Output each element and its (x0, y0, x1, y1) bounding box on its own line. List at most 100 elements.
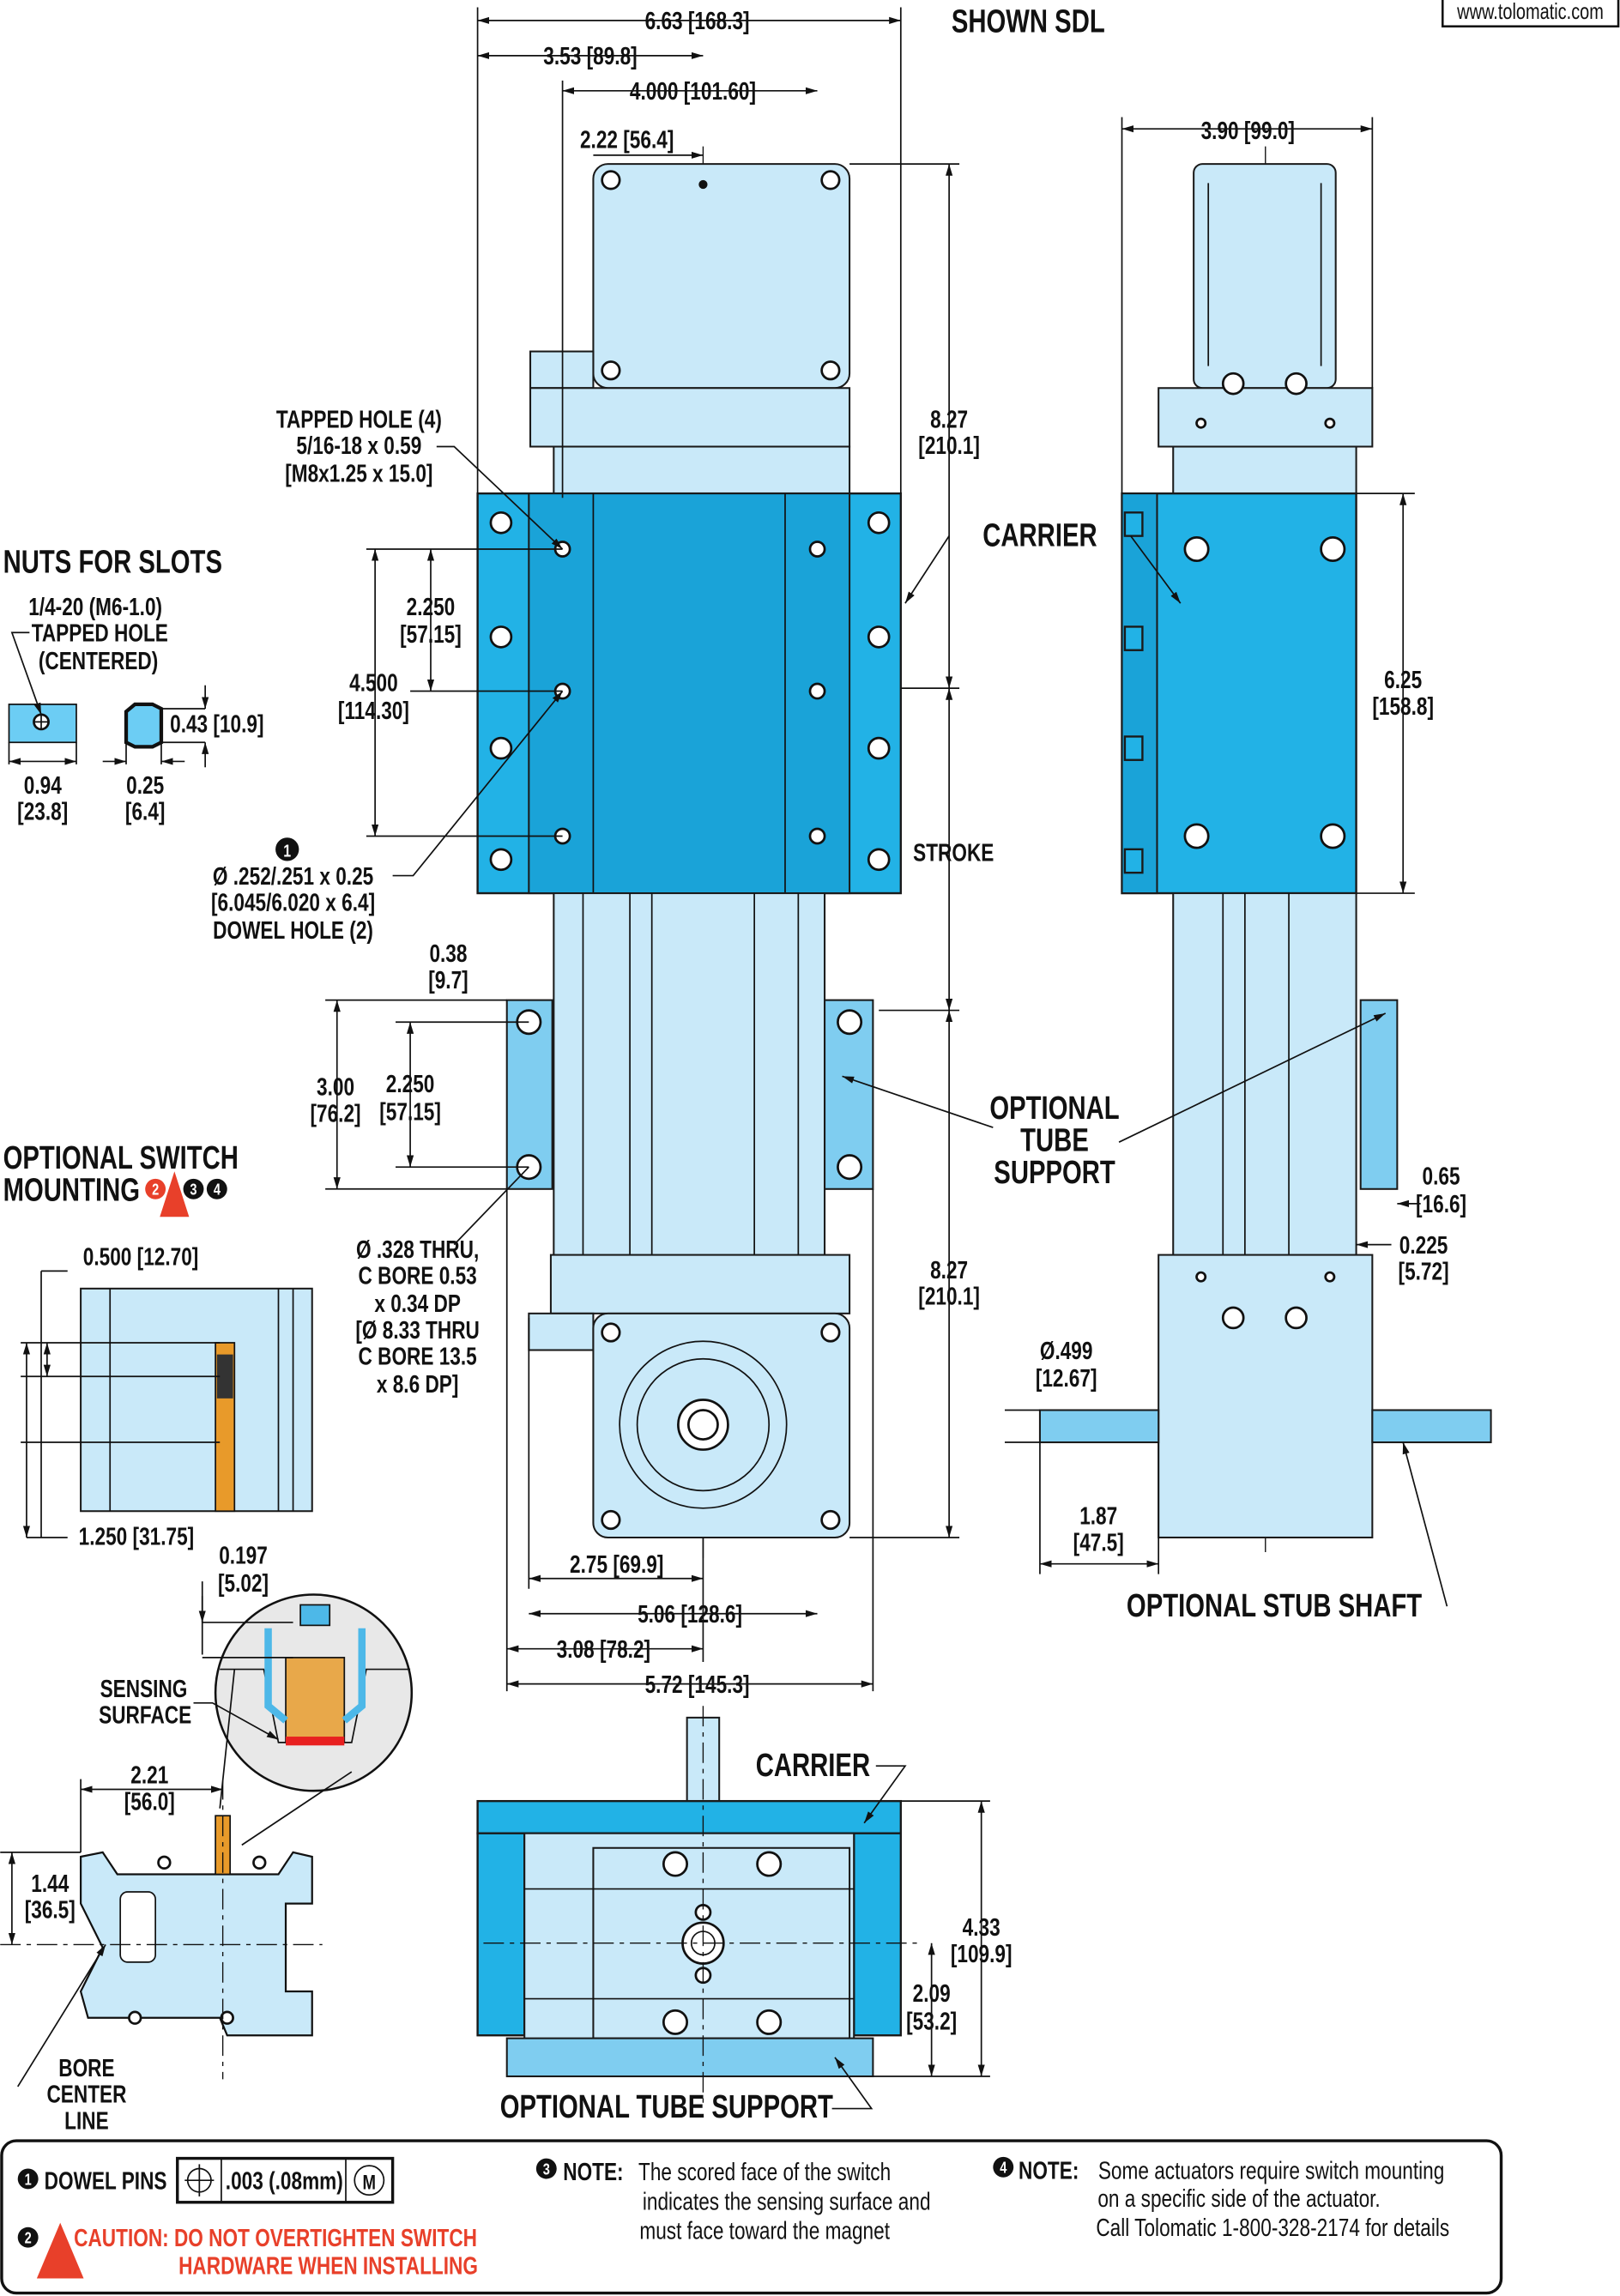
dim-0-197-mm: [5.02] (218, 1568, 269, 1597)
dim-2-250-support-mm: [57.15] (379, 1097, 441, 1126)
dim-8-27-top-mm: [210.1] (918, 431, 980, 459)
side-carrier (1121, 492, 1357, 895)
dim-overall-width: 6.63 [168.3] (645, 6, 750, 34)
switch-detail (0, 1270, 414, 2088)
nut-side (124, 702, 164, 749)
tube (553, 892, 826, 1258)
dowel-hole-size: Ø .252/.251 x 0.25 (213, 861, 373, 890)
end-tube-support (505, 2037, 874, 2078)
nuts-title: NUTS FOR SLOTS (3, 545, 222, 580)
dim-5-72: 5.72 [145.3] (645, 1670, 750, 1698)
dim-1-44: 1.44 (31, 1869, 69, 1897)
note-4-line-3: Call Tolomatic 1-800-328-2174 for detail… (1096, 2213, 1449, 2241)
cbore-1: Ø .328 THRU, (356, 1235, 479, 1263)
dim-2-250-support: 2.250 (386, 1069, 435, 1097)
nut-dim-0-43: 0.43 [10.9] (170, 710, 263, 738)
tube-support-label-3: SUPPORT (994, 1156, 1115, 1191)
dim-0-38: 0.38 (429, 939, 467, 967)
dowel-hole-metric: [6.045/6.020 x 6.4] (211, 888, 375, 916)
note-3-label: NOTE: (563, 2157, 623, 2185)
note-3-line-1: The scored face of the switch (638, 2157, 891, 2185)
motor-top (592, 163, 851, 390)
note-4-badge-text: 4 (1000, 2159, 1007, 2177)
dim-4-500: 4.500 (349, 668, 398, 697)
tapped-hole-metric: [M8x1.25 x 15.0] (285, 459, 432, 487)
dim-0-225: 0.225 (1399, 1230, 1448, 1259)
stub-shaft-label: OPTIONAL STUB SHAFT (1127, 1589, 1423, 1624)
dim-8-27-bottom-mm: [210.1] (918, 1282, 980, 1310)
badge-2 (145, 1178, 166, 1199)
badge-2-text: 2 (152, 1181, 159, 1199)
dim-8-27-top: 8.27 (930, 405, 968, 433)
notes-box: 1 DOWEL PINS .003 (.08mm) M 2 CAUTION: D… (0, 2139, 1503, 2295)
note-3-badge (535, 2158, 557, 2179)
bore-label-1: BORE (58, 2053, 114, 2082)
dim-0-197: 0.197 (219, 1541, 268, 1569)
dim-1-44-mm: [36.5] (25, 1895, 76, 1924)
view-title: SHOWN SDL (952, 4, 1105, 39)
stroke-label: STROKE (913, 838, 994, 867)
badge-3-text: 3 (190, 1181, 196, 1199)
dowel-hole-label: DOWEL HOLE (2) (213, 915, 373, 944)
dim-4-500-mm: [114.30] (338, 696, 409, 724)
warning-icon (160, 1171, 190, 1217)
dim-0-500: 0.500 [12.70] (83, 1242, 199, 1271)
dim-3-53: 3.53 [89.8] (543, 41, 637, 69)
cbore-5: C BORE 13.5 (358, 1342, 476, 1370)
caution-icon (36, 2222, 84, 2279)
note-3-line-3: must face toward the magnet (639, 2216, 890, 2245)
stub-shaft-right (1371, 1409, 1492, 1444)
note-4-badge (993, 2156, 1014, 2178)
end-view (476, 1706, 990, 2110)
dim-2-250: 2.250 (407, 592, 456, 620)
dim-2-09-mm: [53.2] (906, 2007, 957, 2035)
badge-3 (183, 1178, 204, 1199)
website-link[interactable]: www.tolomatic.com (1456, 0, 1604, 24)
tolerance-value: .003 (.08mm) (226, 2166, 343, 2195)
dim-3-90: 3.90 [99.0] (1201, 116, 1295, 144)
nut-dim-0-25: 0.25 (126, 770, 164, 799)
dim-2-21-mm: [56.0] (124, 1787, 175, 1816)
bore-label-2: CENTER (46, 2080, 126, 2108)
tolerance-modifier: M (363, 2171, 377, 2194)
website-box (1441, 0, 1620, 27)
position-icon (184, 2164, 215, 2196)
carrier-label: CARRIER (982, 518, 1097, 553)
switch-title-2: MOUNTING (3, 1173, 140, 1208)
dim-2-250-mm: [57.15] (400, 619, 462, 648)
tolerance-frame: .003 (.08mm) M (176, 2156, 395, 2204)
dim-4-000: 4.000 [101.60] (630, 76, 756, 105)
stub-shaft-left (1038, 1409, 1160, 1444)
side-view (1004, 117, 1492, 1607)
nut-dim-0-94-mm: [23.8] (17, 797, 68, 825)
note-1-marker (275, 837, 299, 861)
dim-0-65: 0.65 (1423, 1162, 1460, 1190)
tapped-hole-size: 5/16-18 x 0.59 (296, 431, 421, 459)
note-4-label: NOTE: (1019, 2156, 1079, 2184)
front-view (325, 7, 994, 1692)
cbore-6: x 8.6 DP] (377, 1369, 459, 1398)
caution-line-2: HARDWARE WHEN INSTALLING (178, 2251, 478, 2280)
note-2-badge (17, 2227, 39, 2248)
note-4-line-1: Some actuators require switch mounting (1098, 2156, 1444, 2184)
dim-3-00-mm: [76.2] (311, 1099, 361, 1127)
nut-thread: 1/4-20 (M6-1.0) (28, 592, 162, 620)
end-support-label: OPTIONAL TUBE SUPPORT (500, 2089, 834, 2124)
dim-2-22: 2.22 [56.4] (580, 125, 674, 154)
dim-5-06: 5.06 [128.6] (638, 1599, 742, 1628)
bore-label-3: LINE (64, 2106, 109, 2135)
cbore-4: [Ø 8.33 THRU (355, 1315, 480, 1344)
caution-line-1: CAUTION: DO NOT OVERTIGHTEN SWITCH (74, 2223, 477, 2251)
tube-support-label-1: OPTIONAL (989, 1091, 1119, 1127)
dim-shaft-dia: Ø.499 (1040, 1336, 1093, 1364)
switch-title-1: OPTIONAL SWITCH (3, 1141, 239, 1176)
badge-4 (206, 1178, 227, 1199)
dowel-pins-label: DOWEL PINS (45, 2166, 167, 2195)
nut-dim-0-94: 0.94 (24, 770, 62, 799)
dim-shaft-dia-mm: [12.67] (1036, 1363, 1097, 1392)
tube-support-label-2: TUBE (1020, 1123, 1089, 1158)
dim-6-25: 6.25 (1384, 665, 1422, 693)
dim-3-00: 3.00 (317, 1072, 354, 1101)
tapped-hole-label: TAPPED HOLE (4) (276, 405, 442, 433)
